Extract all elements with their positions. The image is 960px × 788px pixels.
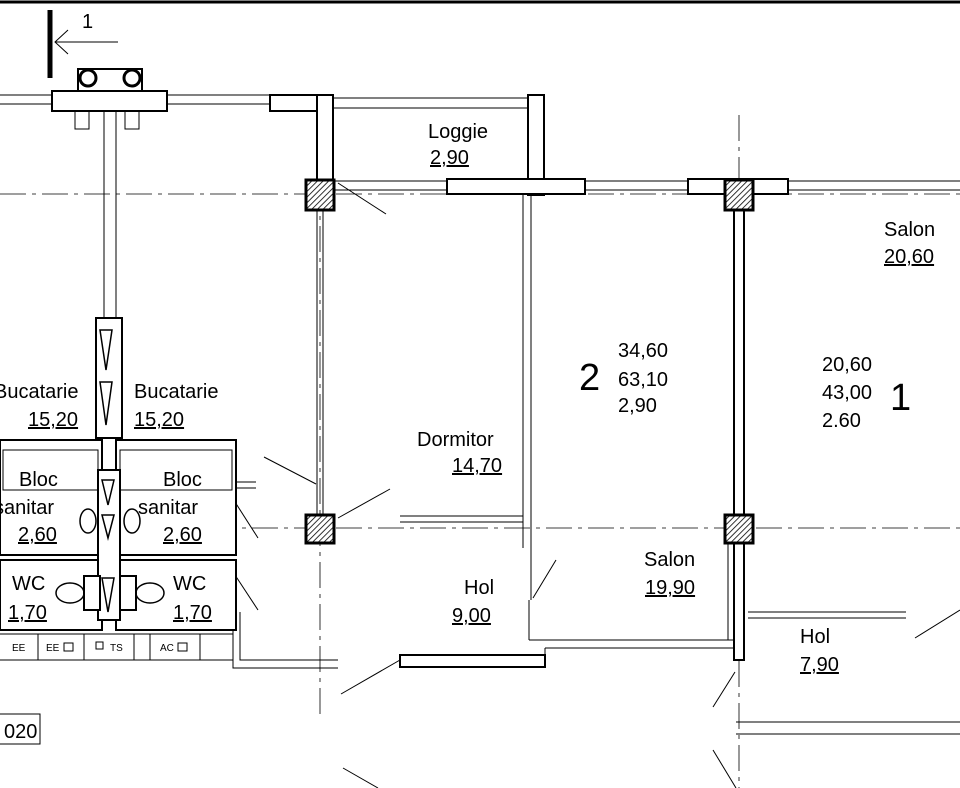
- salon-mid-area: 19,90: [645, 577, 695, 599]
- room-labels: Loggie 2,90 Salon 20,60 Dormitor 14,70 S…: [0, 121, 935, 676]
- bloc-right-area: 2,60: [163, 524, 202, 546]
- section-marker-label: 1: [82, 11, 93, 33]
- bucatarie-right-area: 15,20: [134, 409, 184, 431]
- hol-mid-area: 9,00: [452, 605, 491, 627]
- apartment-2-summary: 2 34,60 63,10 2,90: [579, 340, 668, 417]
- dormitor-name: Dormitor: [417, 429, 494, 451]
- apartment-1-number: 1: [890, 377, 911, 419]
- wc-right-area: 1,70: [173, 602, 212, 624]
- apartment-1-summary: 20,60 43,00 2.60 1: [822, 354, 911, 432]
- bloc-left-area: 2,60: [18, 524, 57, 546]
- hol-right-area: 7,90: [800, 654, 839, 676]
- bucatarie-left-name: Bucatarie: [0, 381, 79, 403]
- meter-ee-1: EE: [12, 643, 26, 654]
- stamp: 020: [0, 713, 41, 745]
- door-swings: [234, 182, 960, 788]
- apartment-1-total: 43,00: [822, 382, 872, 404]
- dormitor-area: 14,70: [452, 455, 502, 477]
- salon-right-name: Salon: [884, 219, 935, 241]
- salon-right-area: 20,60: [884, 246, 934, 268]
- bucatarie-right-name: Bucatarie: [134, 381, 219, 403]
- bucatarie-left-area: 15,20: [28, 409, 78, 431]
- apartment-1-living: 20,60: [822, 354, 872, 376]
- apartment-2-number: 2: [579, 357, 600, 399]
- meter-ts: TS: [110, 643, 123, 654]
- wc-left-area: 1,70: [8, 602, 47, 624]
- apartment-2-living: 34,60: [618, 340, 668, 362]
- apartment-2-loggia: 2,90: [618, 395, 657, 417]
- apartment-1-loggia: 2.60: [822, 410, 861, 432]
- bloc-left-name-2: sanitar: [0, 497, 54, 519]
- vent-shafts: [51, 68, 168, 130]
- hol-right-name: Hol: [800, 626, 830, 648]
- section-marker: 1: [47, 10, 118, 78]
- salon-mid-name: Salon: [644, 549, 695, 571]
- loggie-area: 2,90: [430, 147, 469, 169]
- bloc-right-name-2: sanitar: [138, 497, 198, 519]
- apartment-2-total: 63,10: [618, 369, 668, 391]
- meter-ee-2: EE: [46, 643, 60, 654]
- loggie-name: Loggie: [428, 121, 488, 143]
- meter-ac: AC: [160, 643, 174, 654]
- bloc-right-name-1: Bloc: [163, 469, 202, 491]
- bloc-left-name-1: Bloc: [19, 469, 58, 491]
- stamp-text: 020: [4, 721, 37, 743]
- wc-left-name: WC: [12, 573, 45, 595]
- meter-strip: EE EE TS AC: [0, 633, 233, 661]
- sanitary-blocks: [0, 439, 256, 631]
- wc-right-name: WC: [173, 573, 206, 595]
- hol-mid-name: Hol: [464, 577, 494, 599]
- columns: [304, 178, 755, 545]
